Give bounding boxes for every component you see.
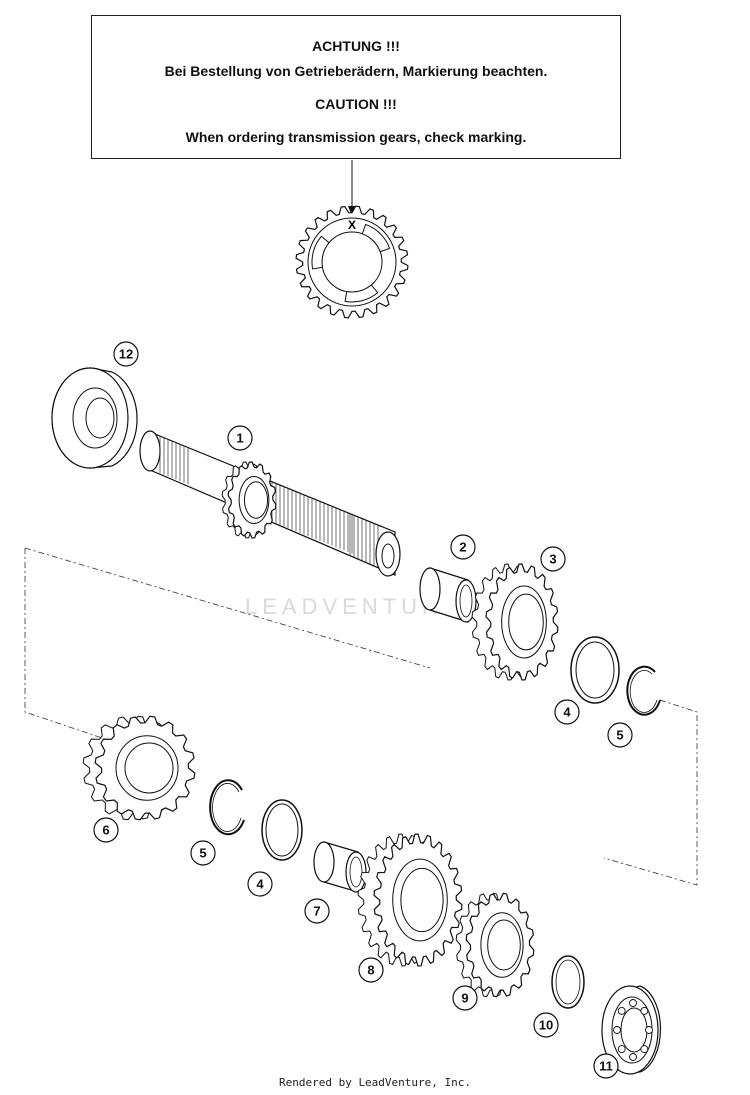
main-shaft-1 (139, 430, 401, 577)
callout-number-10: 10 (539, 1018, 553, 1033)
callout-number-6: 6 (102, 823, 109, 838)
sliding-gear-6 (82, 715, 196, 821)
callout-number-4: 4 (563, 705, 571, 720)
circlip-5-lower (209, 779, 245, 836)
callout-circle-10 (533, 1012, 559, 1038)
callout-circle-6 (93, 817, 119, 843)
callout-circle-9 (452, 985, 478, 1011)
washer-10 (551, 955, 585, 1009)
callout-number-2: 2 (459, 540, 466, 555)
caution-box: ACHTUNG !!! Bei Bestellung von Getrieber… (91, 15, 621, 159)
dash-frame-right (603, 699, 698, 886)
callout-number-7: 7 (313, 904, 320, 919)
callout-circle-1 (227, 425, 253, 451)
marking-gear (295, 205, 409, 319)
callout-number-11: 11 (599, 1059, 613, 1074)
callout-circle-12 (113, 341, 139, 367)
bearing-11 (601, 985, 662, 1075)
callout-circle-7 (304, 898, 330, 924)
callout-number-5: 5 (616, 728, 623, 743)
callout-circle-5 (190, 840, 216, 866)
caution-heading-de: ACHTUNG !!! (312, 38, 400, 54)
callout-circle-2 (450, 534, 476, 560)
callout-number-4: 4 (256, 877, 264, 892)
callout-circle-11 (593, 1053, 619, 1079)
callout-circle-8 (358, 957, 384, 983)
callout-number-1: 1 (236, 431, 243, 446)
caution-heading-en: CAUTION !!! (315, 96, 397, 112)
bushing-2 (419, 567, 477, 623)
marking-letter: X (348, 218, 356, 232)
callout-circle-4 (247, 871, 273, 897)
dash-frame-left (24, 548, 109, 741)
callout-number-8: 8 (367, 963, 374, 978)
callout-number-12: 12 (119, 347, 133, 362)
callout-number-9: 9 (461, 991, 468, 1006)
gear-9 (455, 892, 535, 998)
gear-8 (357, 833, 463, 967)
callout-circle-5 (607, 722, 633, 748)
dash-frame-top (24, 547, 431, 669)
circlip-5-upper (626, 665, 661, 716)
footer-credit: Rendered by LeadVenture, Inc. (278, 1076, 472, 1089)
callout-circle-4 (554, 699, 580, 725)
gear-3 (471, 563, 559, 681)
callout-circle-3 (540, 546, 566, 572)
bearing-12 (51, 367, 138, 469)
thrust-washer-4-upper (570, 636, 620, 704)
callout-number-3: 3 (549, 552, 556, 567)
thrust-washer-4-lower (261, 799, 303, 861)
callout-number-5: 5 (199, 846, 206, 861)
caution-text-en: When ordering transmission gears, check … (185, 129, 527, 145)
caution-text-de: Bei Bestellung von Getrieberädern, Marki… (164, 63, 548, 79)
bushing-7 (313, 841, 367, 893)
